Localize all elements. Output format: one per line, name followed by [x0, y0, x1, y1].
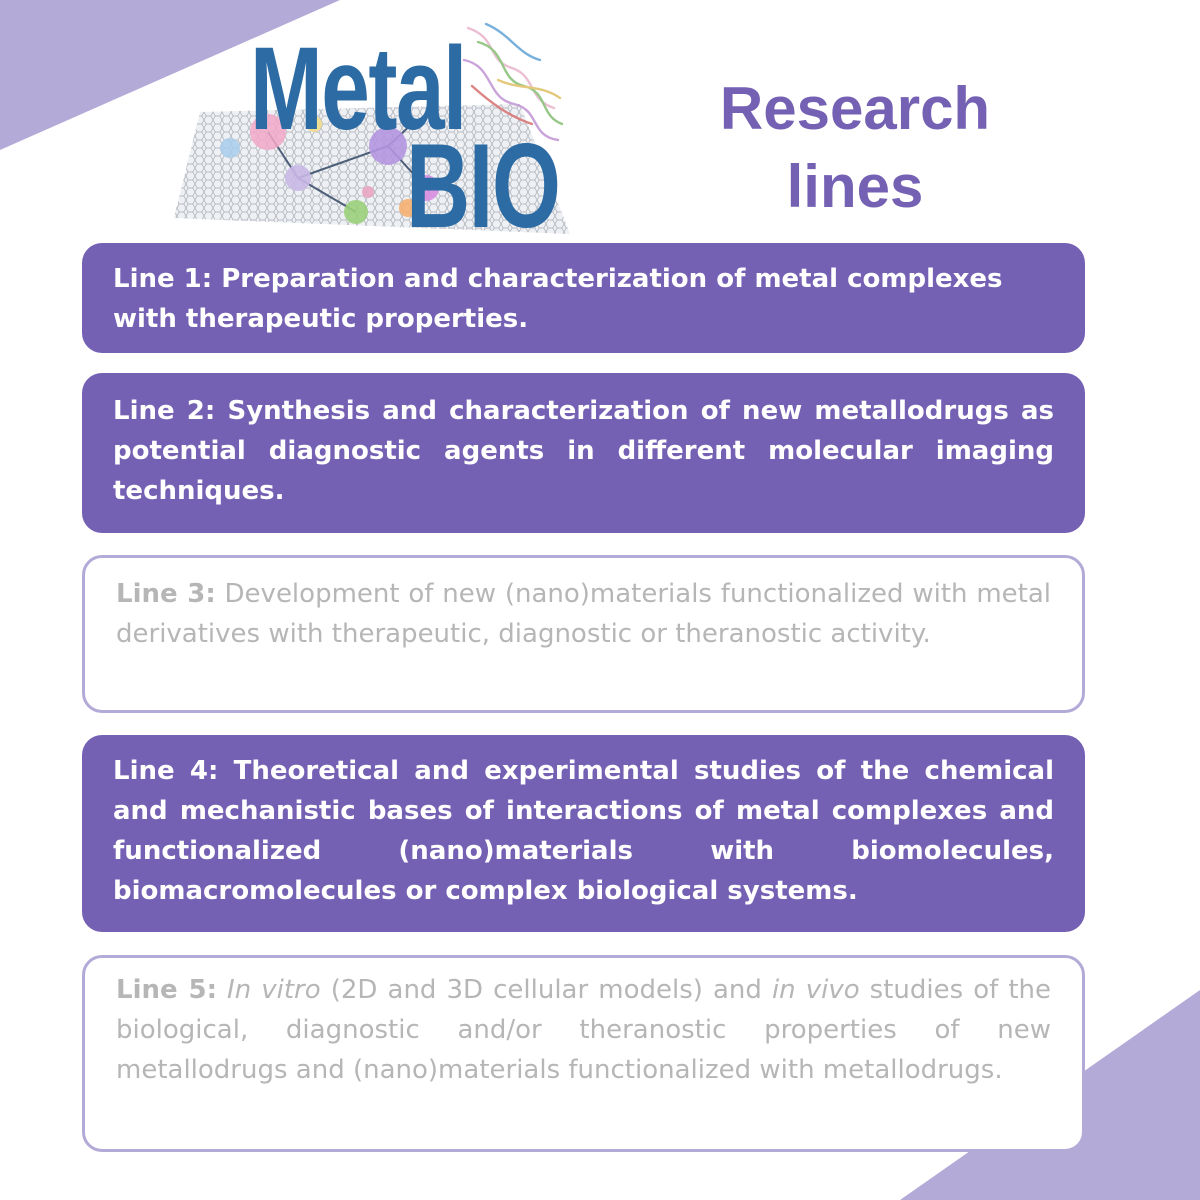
- logo-text-bio: BIO: [406, 119, 561, 253]
- research-line-1-text: Preparation and characterization of meta…: [113, 264, 1003, 334]
- research-line-4-label: Line 4:: [113, 756, 219, 786]
- page-title-line-1: Research: [719, 75, 991, 142]
- logo-graphene-network-illustration: [174, 22, 570, 234]
- page-title-line-2: lines: [786, 153, 924, 220]
- research-line-2-text: Synthesis and characterization of new me…: [113, 396, 1054, 506]
- research-line-1-label: Line 1:: [113, 264, 213, 294]
- metalbio-logo: Metal BIO: [168, 20, 588, 246]
- research-line-2-label: Line 2:: [113, 396, 216, 426]
- research-line-5-text: In vitro (2D and 3D cellular models) and…: [116, 975, 1051, 1085]
- research-line-4-text: Theoretical and experimental studies of …: [113, 756, 1054, 906]
- research-line-5-label: Line 5:: [116, 975, 217, 1005]
- research-line-3-label: Line 3:: [116, 579, 216, 609]
- research-line-3-text: Development of new (nano)materials funct…: [116, 579, 1051, 649]
- research-line-5-text-in-vitro: In vitro: [227, 975, 321, 1005]
- research-line-5-text-part-4: studies of the biological, diagnostic an…: [116, 975, 1052, 1085]
- research-line-5-text-part-2: (2D and 3D cellular models) and: [320, 975, 772, 1005]
- research-line-5-card: Line 5: In vitro (2D and 3D cellular mod…: [82, 955, 1085, 1152]
- logo-text-metal: Metal: [250, 23, 467, 155]
- research-line-4-card: Line 4: Theoretical and experimental stu…: [82, 735, 1085, 932]
- research-line-2-card: Line 2: Synthesis and characterization o…: [82, 373, 1085, 533]
- research-line-3-card: Line 3: Development of new (nano)materia…: [82, 555, 1085, 713]
- research-line-1-card: Line 1: Preparation and characterization…: [82, 243, 1085, 353]
- page-title: Research lines: [640, 70, 1070, 226]
- research-line-5-text-in-vivo: in vivo: [771, 975, 860, 1005]
